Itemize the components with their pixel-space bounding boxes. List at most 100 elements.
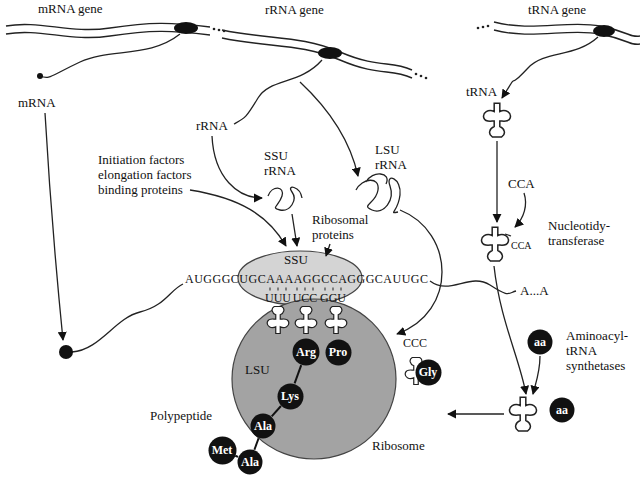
trna <box>267 307 289 334</box>
text-label: mRNA gene <box>38 1 103 16</box>
flow-arrow <box>494 266 526 394</box>
trna <box>295 307 317 334</box>
text-label: SSU rRNA <box>264 148 304 178</box>
amino-acid-disc <box>550 398 575 423</box>
amino-acid-disc <box>238 450 263 475</box>
amino-acid-disc <box>208 436 236 464</box>
illustration-stroke <box>213 28 216 31</box>
text-label: CCC <box>403 336 427 350</box>
label-slot: SSU rRNA <box>264 148 304 178</box>
text-label: rRNA <box>196 118 228 133</box>
illustration-stroke <box>415 73 418 76</box>
amino-acid-disc <box>293 339 320 366</box>
label-slot: LSU rRNA <box>375 142 415 172</box>
illustration-stroke <box>270 288 286 291</box>
flow-arrow <box>533 356 540 394</box>
amino-acid-disc <box>251 414 276 439</box>
text-label: LSU rRNA <box>375 142 415 172</box>
label-slot: CCC <box>403 336 427 350</box>
mrna-strand <box>40 34 180 77</box>
label-slot: rRNA <box>196 118 228 133</box>
text-label: Nucleotidy-transferase <box>548 218 632 248</box>
peptide-bond <box>272 406 281 416</box>
amino-acid-circle: Arg <box>292 338 320 366</box>
dna-strands <box>6 22 640 78</box>
trna <box>405 358 427 385</box>
text-label: Polypeptide <box>150 408 212 423</box>
polymerase <box>174 22 615 59</box>
text-label: UCC <box>293 291 318 305</box>
flow-arrow <box>190 190 286 246</box>
illustration-stroke <box>325 288 341 291</box>
amino-acid-circle: aa <box>549 397 575 423</box>
illustration-stroke <box>174 22 198 34</box>
flow-arrow <box>397 210 442 334</box>
label-slot: A...A <box>520 283 549 298</box>
rna-strands <box>40 34 598 352</box>
text-label: UUU <box>265 291 291 305</box>
text-label: CCA <box>508 176 535 191</box>
text-label: Ribosome <box>372 438 425 453</box>
amino-acid-name: Gly <box>419 366 438 379</box>
illustration-stroke <box>477 27 480 30</box>
label-slot: Aminoacyl-tRNA synthetases <box>566 328 636 373</box>
label-slot: GGU <box>320 291 346 305</box>
illustration-stroke <box>487 25 490 28</box>
label-slot: Ribosomal proteins <box>312 212 384 242</box>
amino-acid-name: Pro <box>329 346 347 359</box>
lsu-rrna-fold <box>356 174 400 213</box>
subunit-label-slot: SSU <box>284 252 308 267</box>
amino-acid-circle: Pro <box>325 339 352 366</box>
amino-acid-disc <box>528 330 553 355</box>
dna-end-dots <box>213 25 490 80</box>
amino-acid-disc <box>277 383 303 409</box>
text-label: rRNA gene <box>265 2 324 17</box>
mrna-strand <box>72 284 183 352</box>
text-label: mRNA <box>18 95 56 110</box>
codon-pairing <box>270 288 341 291</box>
amino-acid-disc <box>415 359 441 385</box>
illustration-stroke <box>425 77 428 80</box>
illustration-stroke <box>297 288 313 291</box>
label-slot: CCA <box>508 176 535 191</box>
illustration-stroke <box>223 30 226 33</box>
flow-arrows <box>45 82 540 414</box>
label-slot: UUU <box>265 291 291 305</box>
amino-acid-circle: Ala <box>250 413 276 439</box>
rrna-gene-dna <box>222 30 412 70</box>
peptide-bond <box>254 438 258 450</box>
text-label: A...A <box>520 283 549 298</box>
subunit-label: SSU <box>284 252 308 267</box>
subunit-label: LSU <box>245 362 270 377</box>
trna-gene-dna <box>494 30 640 44</box>
subunit-label-slot: LSU <box>245 362 270 377</box>
label-slot: Initiation factors elongation factors bi… <box>98 152 226 197</box>
amino-acid-circle: Met <box>208 436 237 465</box>
illustration-stroke <box>482 26 485 29</box>
flow-arrow <box>448 413 504 414</box>
illustration-stroke <box>420 75 423 78</box>
amino-acid-name: Met <box>212 444 233 457</box>
amino-acid-disc <box>325 339 351 365</box>
label-slot: UCC <box>293 291 318 305</box>
flow-arrow <box>496 141 497 222</box>
amino-acid-name: Ala <box>254 420 272 433</box>
text-label: tRNA gene <box>528 2 586 17</box>
amino-acid-name: aa <box>534 336 546 349</box>
amino-acid-name: Arg <box>296 346 316 359</box>
amino-acid-name: Ala <box>241 456 259 469</box>
label-slot: Nucleotidy-transferase <box>548 218 632 248</box>
flow-arrow <box>515 193 526 227</box>
rrna-strand <box>234 60 322 124</box>
flow-arrow <box>45 113 63 340</box>
peptide-bond <box>295 365 302 383</box>
mrna-sequence: AUGGGCUGCAAAAGGCCAGGGCAUUGC <box>185 272 429 286</box>
mrna-5-end <box>37 73 43 79</box>
cca-tail <box>505 234 511 236</box>
flow-arrow <box>292 214 297 246</box>
amino-acid-circle: Lys <box>277 383 304 410</box>
peptide-bond <box>235 456 238 457</box>
text-label: Initiation factors elongation factors bi… <box>98 152 226 197</box>
mrna-tail <box>430 281 516 294</box>
amino-acid-name: Lys <box>281 390 299 403</box>
